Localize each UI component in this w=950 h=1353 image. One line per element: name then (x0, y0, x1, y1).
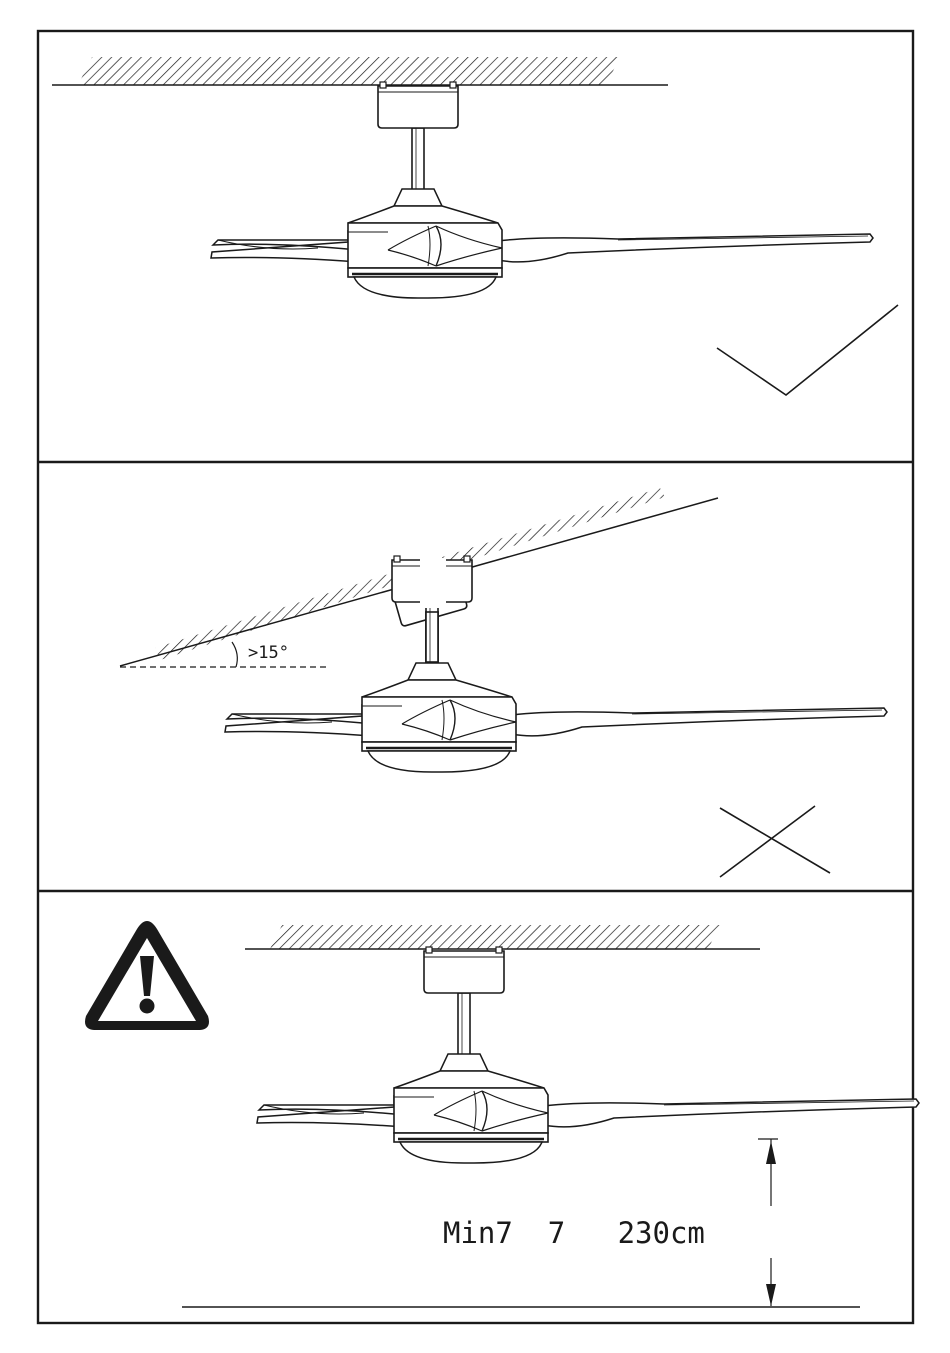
arrow-down-icon (766, 1284, 776, 1306)
check-mark-icon (717, 305, 898, 395)
ceiling-fan (211, 82, 873, 298)
height-dimension (758, 1139, 778, 1306)
panel-minimum-height: Min7 7 230cm (85, 921, 919, 1307)
ceiling-flat (245, 925, 760, 949)
panel-flat-ceiling (52, 57, 898, 395)
ceiling-flat (52, 57, 668, 85)
angle-label: >15° (248, 643, 289, 663)
angle-arc (232, 642, 237, 667)
cross-mark-icon (720, 806, 830, 877)
ceiling-fan (257, 947, 919, 1163)
ceiling-fan-sloped (225, 556, 887, 772)
arrow-up-icon (766, 1141, 776, 1164)
minimum-height-label: Min7 7 230cm (443, 1216, 705, 1250)
panel-sloped-ceiling: >15° (120, 488, 887, 877)
warning-triangle-icon (85, 921, 209, 1030)
